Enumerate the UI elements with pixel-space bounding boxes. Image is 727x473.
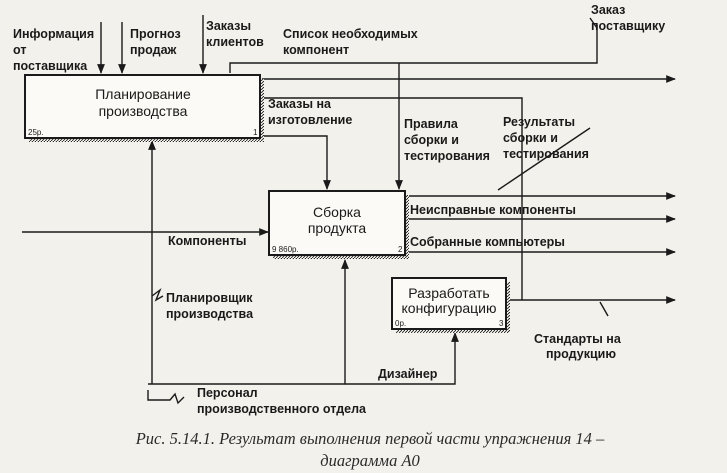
- box-planning-title-2: производства: [99, 103, 188, 119]
- arrow-production-orders: [262, 135, 331, 190]
- box-config-cost: 0р.: [395, 319, 406, 328]
- arrow-staff-tick: [147, 390, 185, 405]
- box-planning-num: 1: [253, 128, 258, 137]
- label-production-orders-2: изготовление: [268, 113, 352, 127]
- label-sales-forecast-1: Прогноз: [130, 27, 181, 41]
- box-config: [391, 277, 507, 330]
- box-config-title-1: Разработать: [408, 285, 489, 301]
- arrow-planner-tick: [151, 287, 164, 302]
- arrow-supplier-order-tick: [589, 17, 598, 29]
- label-standards-2: продукцию: [546, 347, 616, 361]
- label-customer-orders-2: клиентов: [206, 35, 264, 49]
- arrow-designer: [345, 332, 459, 385]
- label-supplier-info-3: поставщика: [13, 59, 88, 73]
- figure-caption-line-1: Рис. 5.14.1. Результат выполнения первой…: [135, 429, 605, 448]
- label-assembly-rules-2: сборки и: [404, 133, 459, 147]
- arrow-control-top-bus: [229, 25, 598, 73]
- box-assembly-num: 2: [398, 245, 403, 254]
- box-planning: [24, 74, 261, 139]
- box-assembly-title-1: Сборка: [313, 204, 361, 220]
- arrow-standards-tick: [599, 301, 609, 317]
- box-planning-cost: 25р.: [28, 128, 44, 137]
- label-supplier-info-1: Информация: [13, 27, 94, 41]
- box-assembly-cost: 9 860р.: [272, 245, 299, 254]
- label-supplier-order-1: Заказ: [591, 3, 625, 17]
- label-sales-forecast-2: продаж: [130, 43, 177, 57]
- label-assembly-results-2: сборки и: [503, 131, 558, 145]
- label-planner-1: Планировщик: [166, 291, 253, 305]
- label-assembled-computers: Собранные компьютеры: [410, 235, 565, 249]
- label-supplier-info-2: от: [13, 43, 26, 57]
- label-supplier-order-2: поставщику: [591, 19, 665, 33]
- label-assembly-rules-1: Правила: [404, 117, 459, 131]
- box-planning-title-1: Планирование: [95, 86, 191, 102]
- label-planner-2: производства: [166, 307, 254, 321]
- label-standards-1: Стандарты на: [534, 332, 622, 346]
- label-components: Компоненты: [168, 234, 246, 248]
- label-designer: Дизайнер: [378, 367, 438, 381]
- arrow-assembly-results: [497, 127, 591, 191]
- box-assembly-title-2: продукта: [308, 220, 367, 236]
- label-assembly-results-1: Результаты: [503, 115, 575, 129]
- box-config-title-2: конфигурацию: [402, 300, 497, 316]
- label-staff-1: Персонал: [197, 386, 258, 400]
- label-assembly-rules-3: тестирования: [404, 149, 490, 163]
- label-staff-2: производственного отдела: [197, 402, 367, 416]
- label-faulty-components: Неисправные компоненты: [410, 203, 576, 217]
- label-component-list-1: Список необходимых: [283, 27, 418, 41]
- label-component-list-2: компонент: [283, 43, 349, 57]
- box-config-num: 3: [499, 319, 504, 328]
- arrow-box1-output-2: [262, 97, 523, 300]
- label-production-orders-1: Заказы на: [268, 97, 332, 111]
- arrow-staff-bus: [148, 259, 349, 385]
- box-assembly: [268, 190, 406, 256]
- label-customer-orders-1: Заказы: [206, 19, 251, 33]
- figure-caption-line-2: диаграмма А0: [320, 451, 420, 470]
- label-assembly-results-3: тестирования: [503, 147, 589, 161]
